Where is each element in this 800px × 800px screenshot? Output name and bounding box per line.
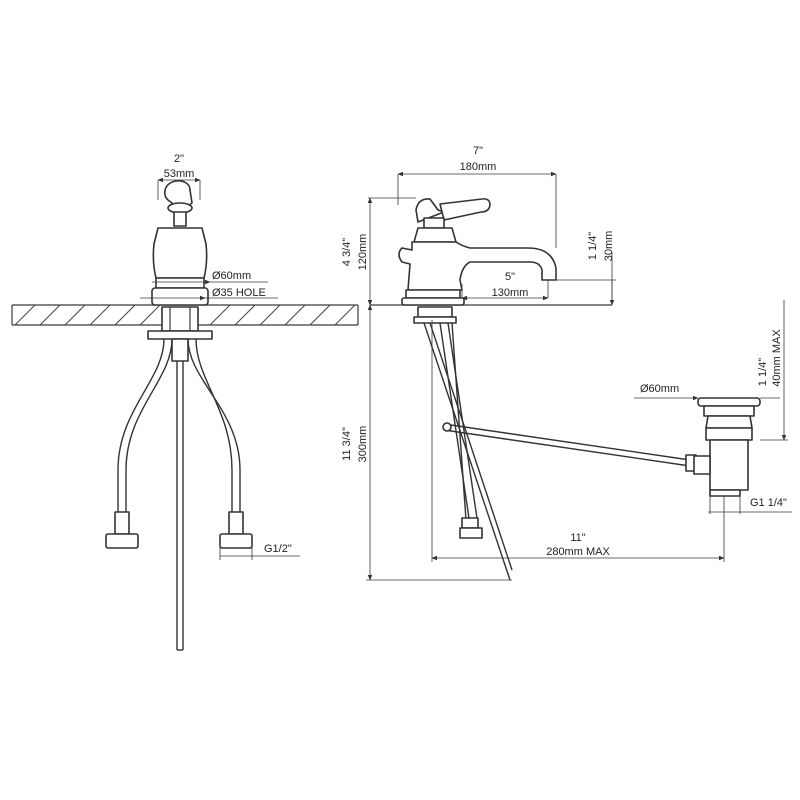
waste-height-mm: 40mm MAX — [771, 329, 783, 387]
waste-diameter-dimension: Ø60mm — [634, 383, 780, 401]
side-view: 7" 180mm 4 3/4" 120mm 5" 130mm 1 1/4" 30… — [341, 145, 792, 581]
front-hole-size: Ø35 HOLE — [212, 287, 266, 299]
waste-thread-size: G1 1/4" — [750, 497, 787, 509]
flexible-hoses — [105, 338, 253, 651]
spout-height-inch: 1 1/4" — [587, 232, 599, 260]
spout-reach-mm: 130mm — [492, 287, 529, 299]
side-height-mm: 120mm — [357, 234, 369, 271]
front-width-mm: 53mm — [164, 168, 195, 180]
faucet-side-body — [398, 198, 557, 581]
waste-height-inch: 1 1/4" — [757, 358, 769, 386]
waste-offset-mm: 280mm MAX — [546, 546, 610, 558]
waste-offset-dimension: 11" 280mm MAX — [431, 320, 725, 562]
front-view: 2" 53mm Ø60mm Ø35 HOLE G1/2" — [11, 153, 359, 651]
front-base-dimensions: Ø60mm Ø35 HOLE — [140, 270, 278, 301]
spout-height-dimension: 1 1/4" 30mm — [550, 231, 616, 306]
front-thread-size: G1/2" — [264, 543, 292, 555]
side-length-inch: 7" — [473, 145, 483, 157]
waste-assembly — [693, 397, 761, 497]
popup-rod — [442, 422, 697, 472]
below-counter-dimension: 11 3/4" 300mm — [341, 304, 512, 581]
side-height-inch: 4 3/4" — [341, 238, 353, 266]
spout-height-mm: 30mm — [603, 231, 615, 262]
side-length-dimension: 7" 180mm — [397, 145, 557, 248]
side-length-mm: 180mm — [460, 161, 497, 173]
front-thread-dimension: G1/2" — [219, 541, 300, 560]
below-counter-inch: 11 3/4" — [341, 427, 353, 461]
countertop-front — [11, 304, 359, 326]
spout-reach-dimension: 5" 130mm — [461, 271, 549, 301]
front-width-inch: 2" — [174, 153, 184, 165]
waste-thread-dimension: G1 1/4" — [708, 496, 792, 514]
waste-diameter: Ø60mm — [640, 383, 679, 395]
below-counter-mm: 300mm — [357, 426, 369, 463]
waste-offset-inch: 11" — [570, 532, 585, 544]
front-width-dimension: 2" 53mm — [157, 153, 201, 200]
side-height-dimension: 4 3/4" 120mm — [341, 197, 416, 306]
spout-reach-inch: 5" — [505, 271, 515, 283]
front-base-diameter: Ø60mm — [212, 270, 251, 282]
waste-height-dimension: 1 1/4" 40mm MAX — [757, 300, 788, 441]
faucet-front-body — [147, 180, 213, 362]
